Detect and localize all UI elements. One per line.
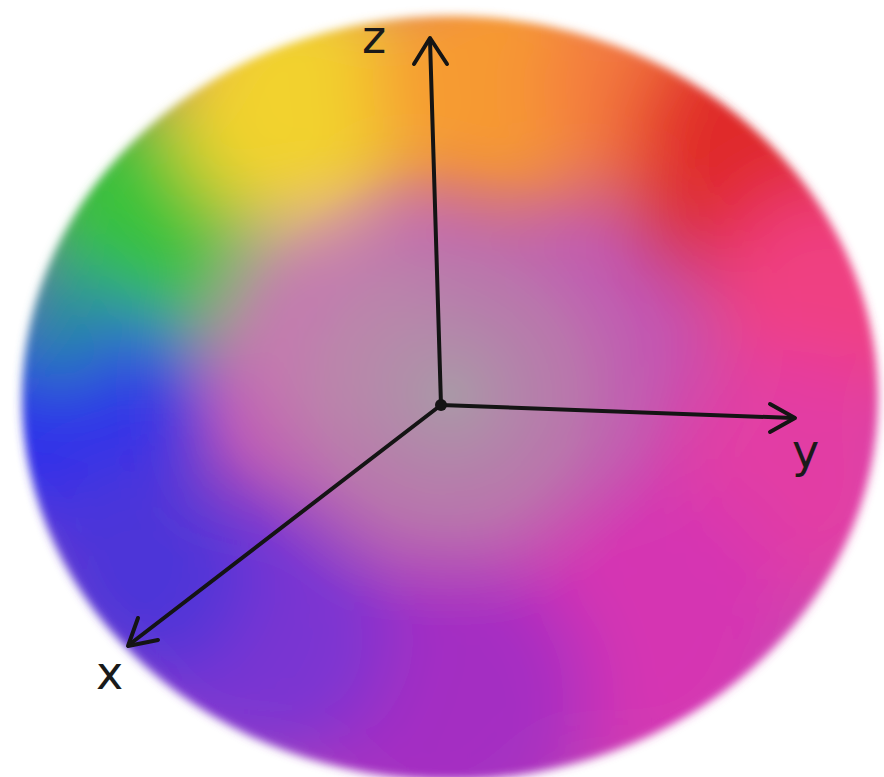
origin-dot xyxy=(435,399,447,411)
x-arrowhead xyxy=(128,618,158,646)
z-axis xyxy=(430,40,441,405)
y-axis xyxy=(441,405,793,418)
axis-label: y xyxy=(792,428,819,474)
z-arrowhead xyxy=(414,38,447,64)
axes xyxy=(128,38,795,646)
axis-label: x xyxy=(96,650,123,696)
y-arrowhead xyxy=(770,404,795,432)
x-axis xyxy=(130,405,441,644)
axis-label: z xyxy=(362,14,386,60)
